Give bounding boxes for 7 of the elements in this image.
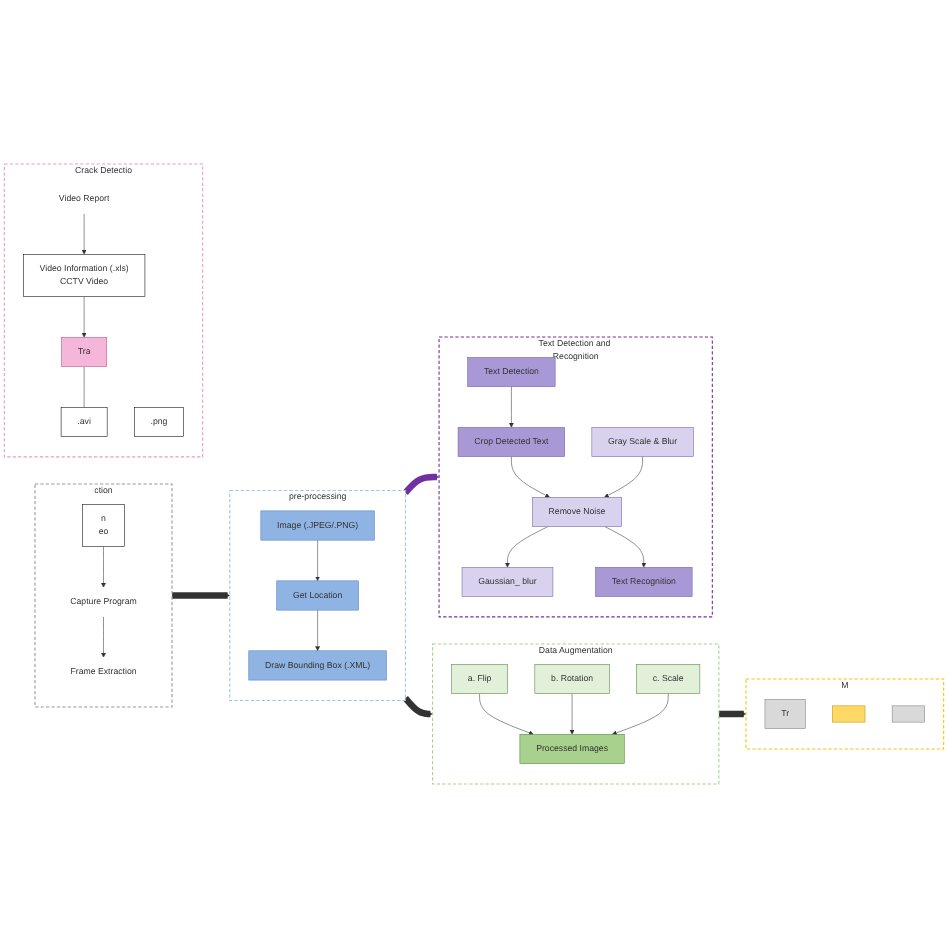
- arrow: [172, 592, 230, 599]
- arrow: [402, 473, 440, 495]
- arrow: [717, 710, 747, 718]
- node-box: [832, 705, 866, 723]
- connector: [83, 366, 85, 408]
- arrow: [402, 696, 433, 718]
- node-box: [891, 705, 925, 723]
